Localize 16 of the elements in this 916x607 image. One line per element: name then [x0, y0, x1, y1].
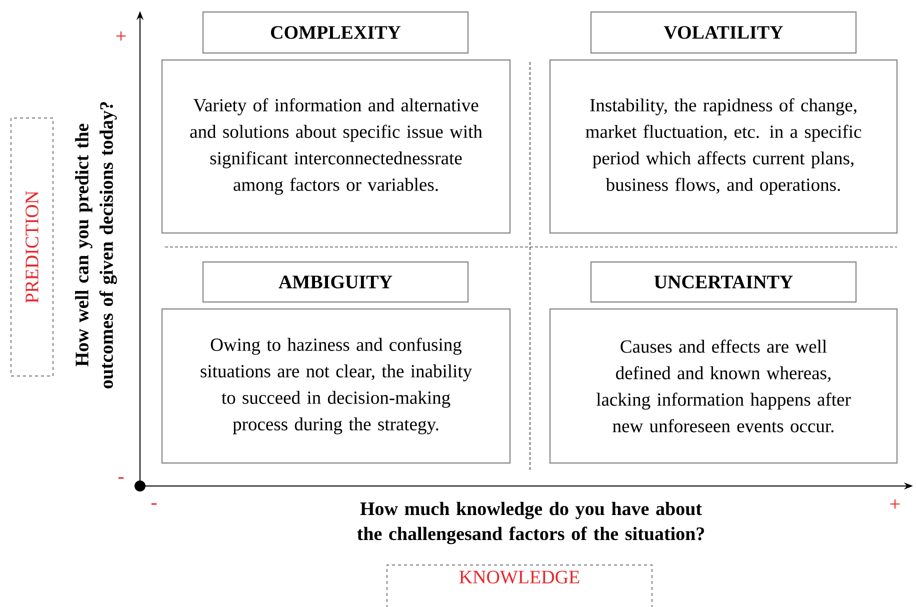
description-box: Instability, the rapidness of change, market fluctuation, etc. in a specific period which affects current plans, business flows, and operations.	[549, 59, 898, 234]
category-box: VOLATILITY	[590, 11, 857, 54]
category-box: COMPLEXITY	[202, 11, 469, 54]
description-box: Variety of information and alternative and solutions about specific issue with significant interconnectednessrate among factors or variables.	[161, 59, 511, 234]
axis-name-box: PREDICTION	[10, 117, 54, 377]
category-box: UNCERTAINTY	[590, 261, 857, 303]
description-box: Causes and effects are well defined and known whereas, lacking information happens after new unforeseen events occur.	[549, 308, 898, 464]
axis-sign: -	[151, 503, 157, 505]
axis-name-box: KNOWLEDGE	[386, 564, 653, 607]
axis-sign: +	[890, 499, 900, 509]
axis-sign: +	[116, 31, 126, 41]
description-box: Owing to haziness and confusing situations are not clear, the inability to succeed in decision-making process during the strategy.	[161, 308, 511, 464]
axis-question: How much knowledge do you have about the challengesand factors of the situation?	[357, 502, 704, 544]
axis-sign: -	[118, 477, 124, 479]
category-box: AMBIGUITY	[202, 261, 469, 303]
axis-question: How well can you predict the outcomes of given decisions today?	[75, 102, 117, 388]
